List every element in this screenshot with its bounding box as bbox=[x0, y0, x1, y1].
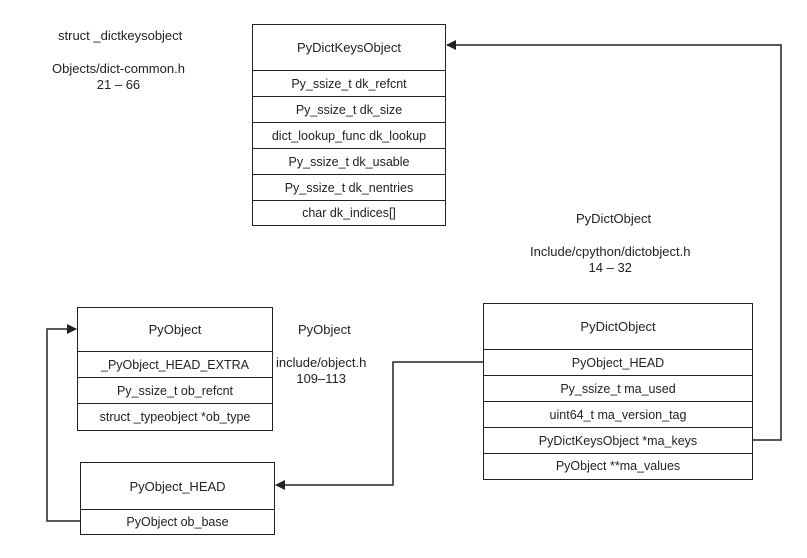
dict-struct-label: PyDictObject bbox=[576, 211, 652, 226]
dictkeys-file-path: Objects/dict-common.h bbox=[52, 61, 185, 76]
dictkeys-struct-label: struct _dictkeysobject bbox=[58, 28, 183, 43]
pyobject-title: PyObject bbox=[148, 322, 202, 337]
pyobject-line-range: 109–113 bbox=[296, 371, 346, 386]
field-dk-size: Py_ssize_t dk_size bbox=[253, 96, 445, 122]
field-pyobject-head: PyObject_HEAD bbox=[484, 349, 752, 375]
field-ob-base: PyObject ob_base bbox=[81, 509, 274, 533]
dict-struct-box: PyDictObject PyObject_HEAD Py_ssize_t ma… bbox=[483, 303, 753, 480]
pyobject-file-label: include/object.h 109–113 bbox=[276, 355, 366, 387]
pyobject-file-path: include/object.h bbox=[276, 355, 367, 370]
field-ma-used: Py_ssize_t ma_used bbox=[484, 375, 752, 401]
field-ma-values: PyObject **ma_values bbox=[484, 453, 752, 478]
dict-file-path: Include/cpython/dictobject.h bbox=[530, 244, 691, 259]
dict-title: PyDictObject bbox=[580, 319, 656, 334]
pyobject-head-expansion-arrow bbox=[275, 361, 483, 490]
field-ma-version-tag: uint64_t ma_version_tag bbox=[484, 401, 752, 427]
dictkeys-title: PyDictKeysObject bbox=[296, 40, 402, 55]
ob-base-pointer-arrow bbox=[46, 324, 80, 522]
dict-file-label: Include/cpython/dictobject.h 14 – 32 bbox=[530, 244, 690, 276]
field-ob-type: struct _typeobject *ob_type bbox=[78, 403, 272, 429]
field-ob-refcnt: Py_ssize_t ob_refcnt bbox=[78, 377, 272, 403]
pyobject-head-box: PyObject_HEAD PyObject ob_base bbox=[80, 462, 275, 535]
field-dk-nentries: Py_ssize_t dk_nentries bbox=[253, 174, 445, 200]
pyobject-struct-label: PyObject bbox=[298, 322, 351, 337]
pyobject-head-title: PyObject_HEAD bbox=[129, 478, 226, 494]
ma-keys-pointer-arrow bbox=[446, 40, 782, 441]
dict-line-range: 14 – 32 bbox=[588, 260, 632, 275]
field-dk-usable: Py_ssize_t dk_usable bbox=[253, 148, 445, 174]
field-dk-lookup: dict_lookup_func dk_lookup bbox=[253, 122, 445, 148]
field-ma-keys: PyDictKeysObject *ma_keys bbox=[484, 427, 752, 453]
field-head-extra: _PyObject_HEAD_EXTRA bbox=[78, 351, 272, 377]
dictkeys-line-range: 21 – 66 bbox=[96, 77, 141, 92]
field-dk-refcnt: Py_ssize_t dk_refcnt bbox=[253, 70, 445, 96]
dictkeys-file-label: Objects/dict-common.h 21 – 66 bbox=[52, 61, 185, 93]
pyobject-struct-box: PyObject _PyObject_HEAD_EXTRA Py_ssize_t… bbox=[77, 307, 273, 431]
field-dk-indices: char dk_indices[] bbox=[253, 200, 445, 224]
dictkeys-struct-box: PyDictKeysObject Py_ssize_t dk_refcnt Py… bbox=[252, 24, 446, 226]
